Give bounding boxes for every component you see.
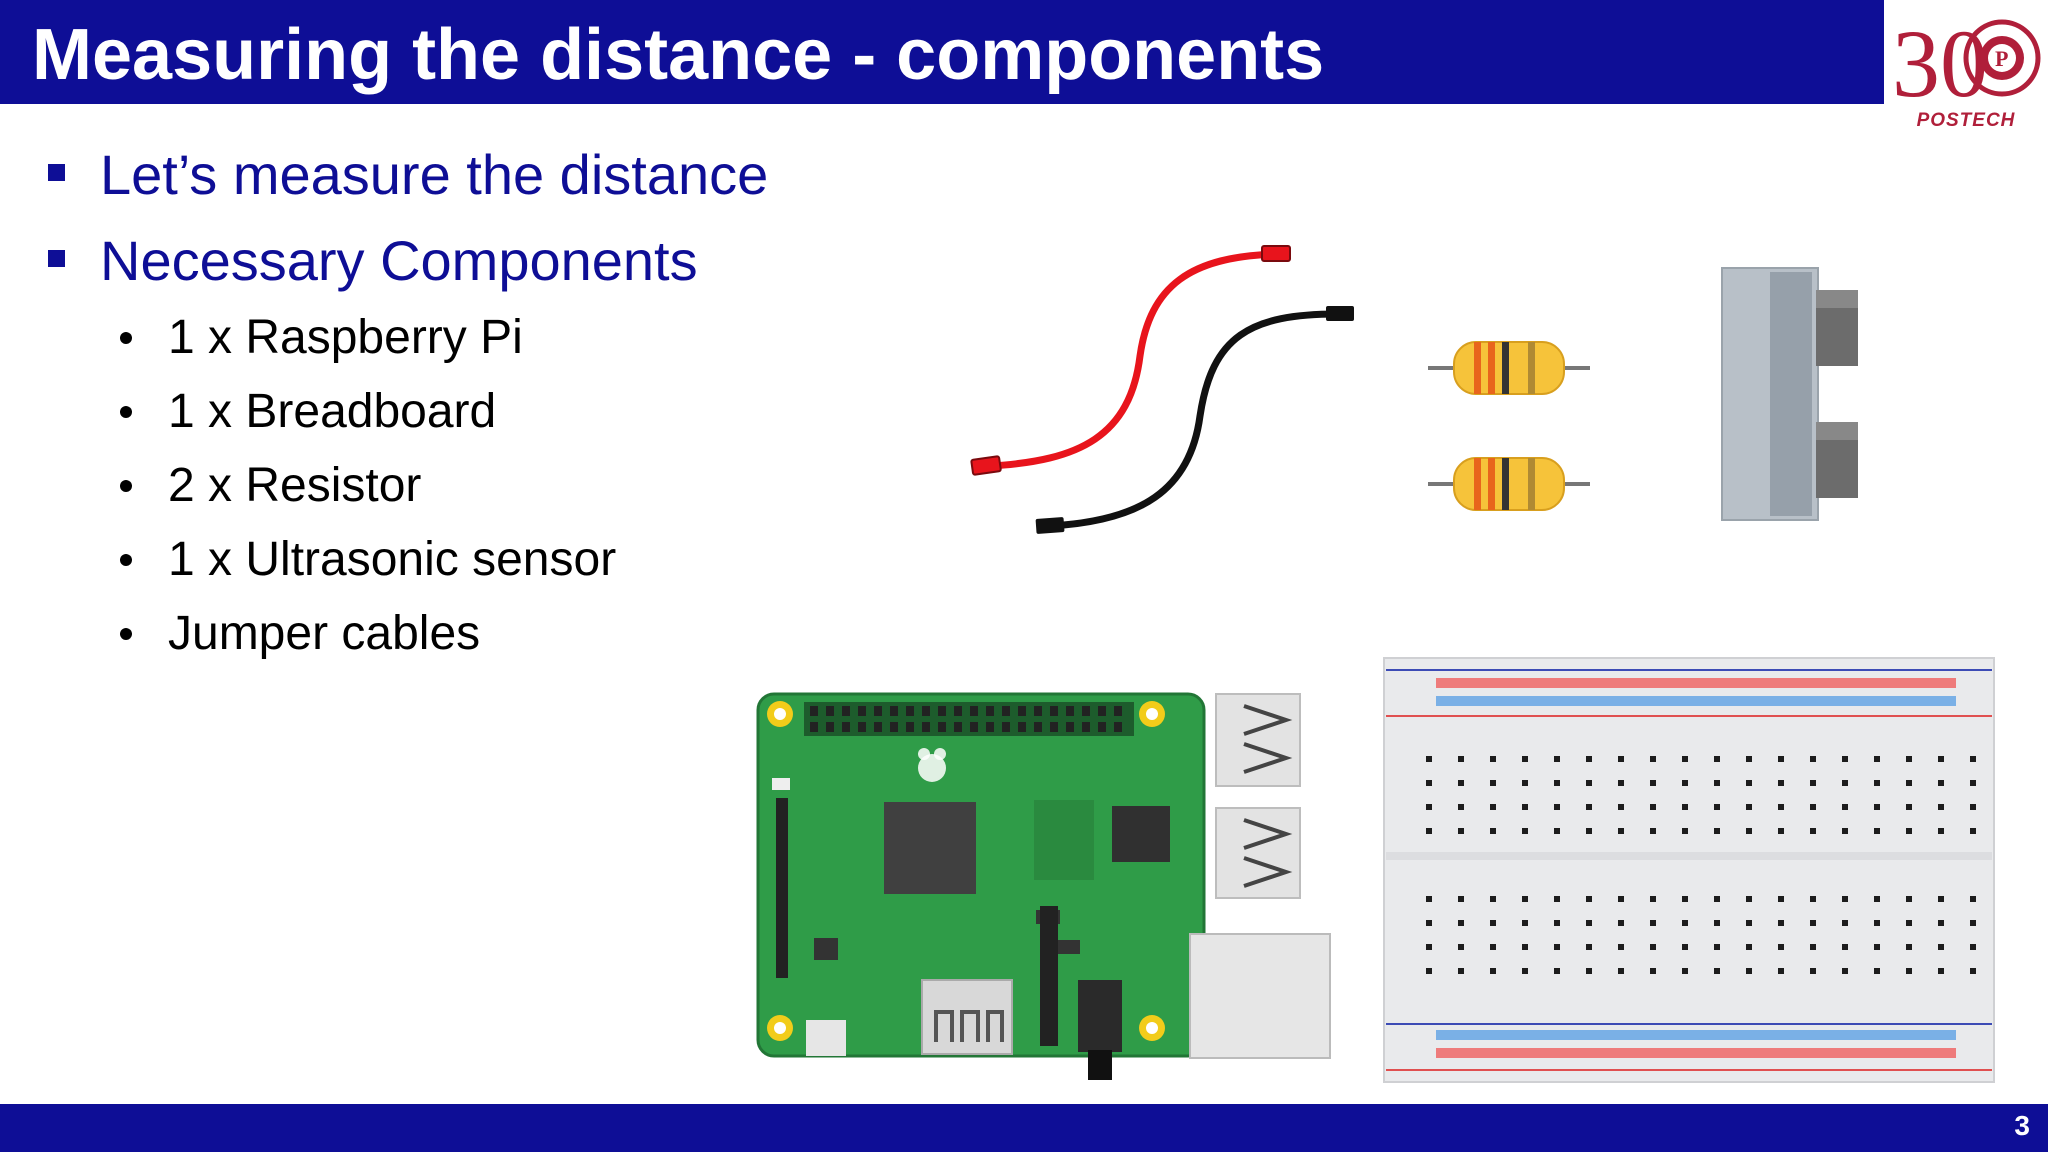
slide-title: Measuring the distance - components: [32, 15, 1325, 95]
sub-bullet-text: 1 x Raspberry Pi: [168, 311, 523, 364]
sub-bullet-text: 1 x Breadboard: [168, 385, 497, 438]
ultrasonic-sensor-icon: [1721, 267, 1858, 521]
resistor-icon: [1428, 341, 1590, 511]
round-bullet-icon: [120, 332, 132, 344]
sub-bullet-text: 1 x Ultrasonic sensor: [168, 533, 617, 586]
bullet-text: Let’s measure the distance: [100, 143, 769, 206]
jumper-cables-icon: [970, 245, 1354, 534]
bullet-measure-distance: Let’s measure the distance: [48, 142, 769, 207]
round-bullet-icon: [120, 628, 132, 640]
svg-text:P: P: [1995, 46, 2008, 71]
title-bar: Measuring the distance - components: [0, 0, 1884, 104]
sub-bullet-ultrasonic-sensor: 1 x Ultrasonic sensor: [120, 532, 617, 587]
sub-bullet-breadboard: 1 x Breadboard: [120, 384, 497, 439]
logo-number: 30: [1892, 10, 1988, 117]
sub-bullet-jumper-cables: Jumper cables: [120, 606, 481, 661]
breadboard-icon: [1383, 657, 1995, 1083]
bullet-text: Necessary Components: [100, 229, 698, 292]
bullet-necessary-components: Necessary Components: [48, 228, 698, 293]
footer-bar: 3: [0, 1104, 2048, 1152]
square-bullet-icon: [48, 250, 65, 267]
round-bullet-icon: [120, 480, 132, 492]
sub-bullet-text: Jumper cables: [168, 607, 481, 660]
square-bullet-icon: [48, 164, 65, 181]
logo-wordmark: POSTECH: [1916, 110, 2016, 131]
raspberry-pi-board-icon: [756, 692, 1331, 1080]
sub-bullet-text: 2 x Resistor: [168, 459, 422, 512]
page-number: 3: [2014, 1110, 2030, 1141]
sub-bullet-raspberry-pi: 1 x Raspberry Pi: [120, 310, 523, 365]
round-bullet-icon: [120, 554, 132, 566]
sub-bullet-resistor: 2 x Resistor: [120, 458, 422, 513]
round-bullet-icon: [120, 406, 132, 418]
postech-logo-icon: 30 P: [1892, 10, 2041, 117]
